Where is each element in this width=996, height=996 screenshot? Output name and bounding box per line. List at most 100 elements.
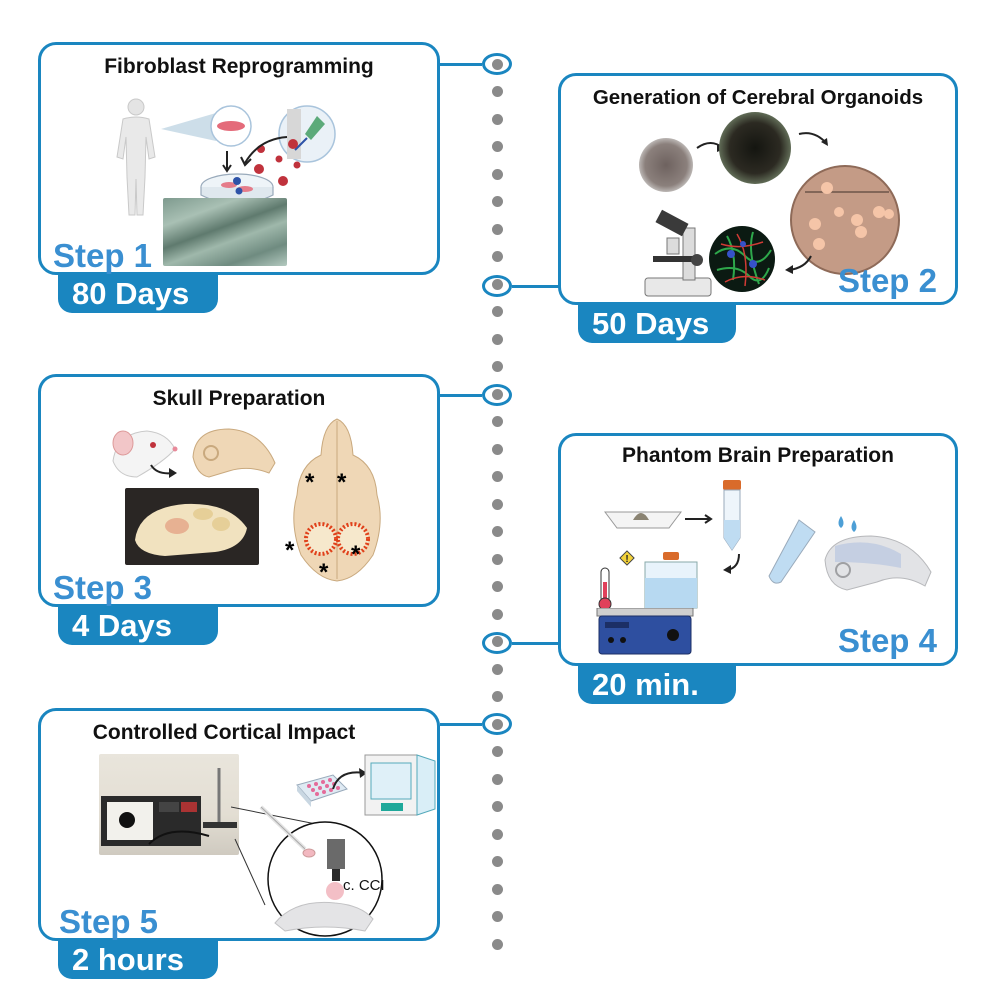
duration-tab: 20 min. xyxy=(578,666,736,704)
step-card-5: Controlled Cortical Impact xyxy=(38,708,440,941)
falcon-tube-icon xyxy=(723,480,741,551)
organoids-in-dish-photo xyxy=(790,165,900,275)
svg-text:!: ! xyxy=(625,554,628,565)
timeline-marker-ring xyxy=(482,53,512,75)
timeline-dot xyxy=(491,773,503,785)
timeline-dot xyxy=(491,141,503,152)
timeline-connector xyxy=(440,722,482,726)
timeline-marker-ring xyxy=(482,275,512,297)
duration-tab: 2 hours xyxy=(58,941,218,979)
cci-device-art xyxy=(101,768,237,846)
timeline-dot xyxy=(491,361,503,372)
step-label: Step 4 xyxy=(837,622,937,659)
hot-plate-icon xyxy=(596,608,694,655)
timeline-connector xyxy=(512,641,560,645)
water-drops-icon xyxy=(838,516,857,532)
timeline-connector xyxy=(440,393,482,397)
timeline-dot xyxy=(491,498,503,510)
arrow-icon xyxy=(150,464,177,478)
timeline-dot xyxy=(491,113,503,125)
timeline-dot xyxy=(491,801,503,812)
timeline-marker-ring xyxy=(482,713,512,735)
step-label: Step 1 xyxy=(53,237,153,274)
timeline-dot xyxy=(491,663,503,675)
incubator-icon xyxy=(364,754,436,816)
thermometer-icon xyxy=(598,567,612,611)
arrow-icon xyxy=(798,132,828,146)
marker-asterisk: * xyxy=(285,537,295,564)
timeline-dot xyxy=(491,856,503,867)
timeline-dot xyxy=(491,196,503,207)
arrow-curved-icon xyxy=(240,136,288,167)
marker-asterisk: * xyxy=(319,559,329,586)
arrow-curved-icon xyxy=(332,768,367,790)
duration-tab: 50 Days xyxy=(578,305,736,343)
zoom-lines xyxy=(231,806,322,906)
timeline-dot xyxy=(491,911,503,922)
impact-label: c. CCI xyxy=(343,877,385,894)
timeline-marker-ring xyxy=(482,384,512,406)
timeline-dot xyxy=(491,553,503,565)
timeline-dot xyxy=(491,526,503,537)
timeline-dot xyxy=(491,168,503,180)
well-plate-icon xyxy=(296,774,348,807)
fibroblast-cell-icon xyxy=(161,105,252,147)
step-label: Step 2 xyxy=(837,262,937,299)
microscope-icon xyxy=(644,209,712,297)
warning-icon: ! xyxy=(619,550,635,566)
timeline-dot xyxy=(491,333,503,345)
timeline-marker-ring xyxy=(482,632,512,654)
step-label: Step 3 xyxy=(53,569,153,606)
step-title: Phantom Brain Preparation xyxy=(622,444,894,467)
skull-mold-icon xyxy=(824,535,932,591)
timeline-dot xyxy=(491,938,503,950)
step-title: Fibroblast Reprogramming xyxy=(104,55,374,78)
step-card-3: Skull Preparation * * * * * Step 3 xyxy=(38,374,440,607)
pouring-tube-icon xyxy=(768,519,816,584)
pipette-icon xyxy=(278,105,336,163)
timeline-dot xyxy=(491,306,503,317)
step-title: Controlled Cortical Impact xyxy=(92,721,356,744)
arrow-icon xyxy=(785,255,812,274)
timeline-connector xyxy=(512,284,560,288)
step-title: Skull Preparation xyxy=(152,387,326,410)
step-card-4: Phantom Brain Preparation ! xyxy=(558,433,958,666)
step-card-2: Generation of Cerebral Organoids Step 2 xyxy=(558,73,958,305)
timeline-dot xyxy=(491,691,503,702)
timeline-dot xyxy=(491,416,503,427)
marker-asterisk: * xyxy=(351,541,361,568)
ipsc-colony-micrograph xyxy=(163,198,287,266)
human-body-icon xyxy=(116,98,156,216)
timeline-dot xyxy=(491,581,503,592)
skull-top-view-icon xyxy=(293,418,381,582)
arrow-right-icon xyxy=(685,514,713,524)
skull-photo-art xyxy=(135,503,247,556)
timeline-dot xyxy=(491,251,503,262)
duration-tab: 4 Days xyxy=(58,607,218,645)
spatula-icon xyxy=(259,805,316,858)
timeline-dot xyxy=(491,828,503,840)
marker-asterisk: * xyxy=(305,469,315,496)
timeline-dot xyxy=(491,86,503,97)
cci-device-photo xyxy=(99,754,239,855)
mouse-head-icon xyxy=(112,430,178,478)
timeline-dot xyxy=(491,883,503,895)
duration-tab: 80 Days xyxy=(58,275,218,313)
step-title: Generation of Cerebral Organoids xyxy=(592,86,924,109)
timeline-dot xyxy=(491,746,503,757)
beaker-icon xyxy=(644,552,698,609)
marker-asterisk: * xyxy=(337,469,347,496)
virus-particles-icon xyxy=(254,145,301,186)
timeline-dot xyxy=(491,471,503,482)
timeline-dot xyxy=(491,223,503,235)
step-label: Step 5 xyxy=(59,903,159,940)
step-card-1: Fibroblast Reprogramming Step 1 xyxy=(38,42,440,275)
embryoid-body-micrograph xyxy=(639,138,693,192)
weigh-boat-icon xyxy=(604,511,682,529)
timeline-connector xyxy=(440,62,482,66)
mouse-skull-side-icon xyxy=(192,428,276,478)
timeline-dot xyxy=(491,443,503,455)
arrow-curved-icon xyxy=(723,553,740,574)
immunofluorescence-image xyxy=(709,226,775,292)
